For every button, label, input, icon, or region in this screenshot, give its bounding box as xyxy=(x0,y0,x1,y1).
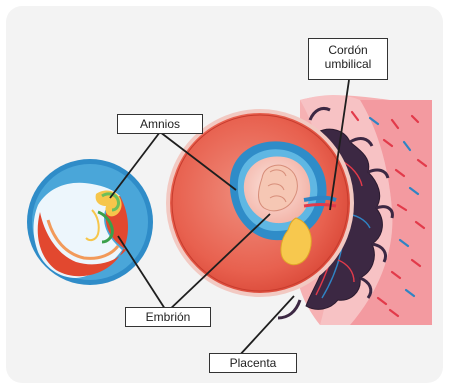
label-embrion: Embrión xyxy=(125,307,211,327)
label-amnios: Amnios xyxy=(117,114,203,134)
label-placenta: Placenta xyxy=(209,353,297,373)
early-embryo-disc xyxy=(27,159,153,285)
label-cordon-umbilical: Cordón umbilical xyxy=(308,38,388,80)
